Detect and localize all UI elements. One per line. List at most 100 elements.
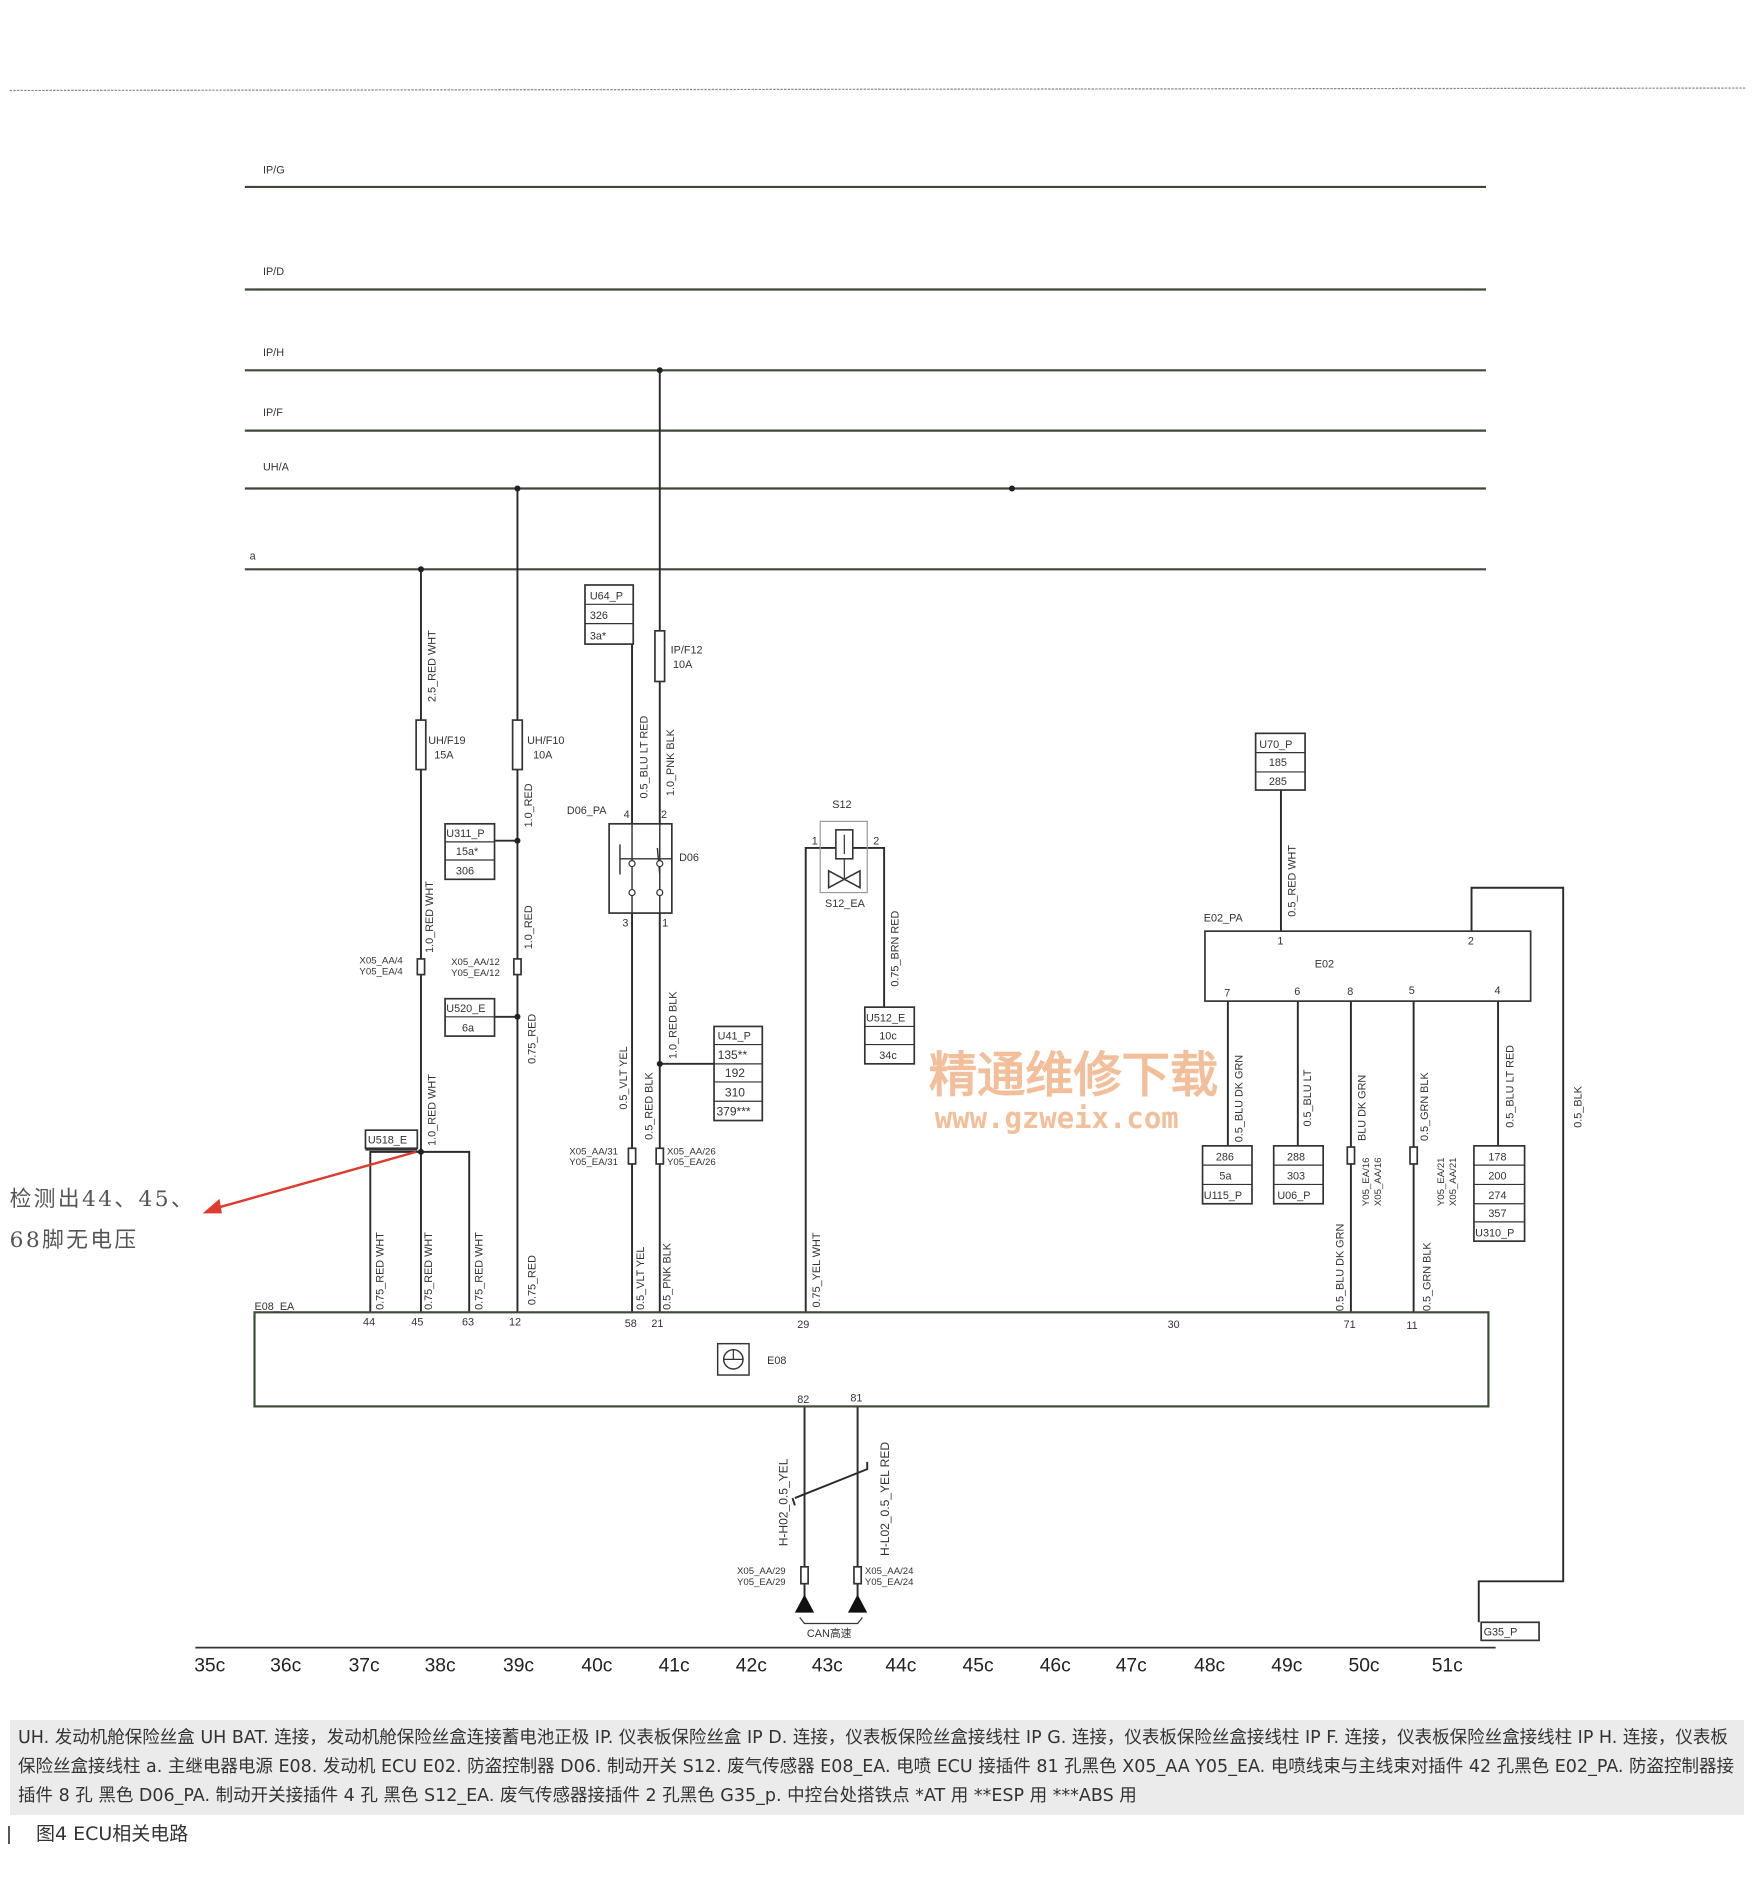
pin-label: 4: [1494, 985, 1500, 997]
pin-label: 44: [363, 1317, 375, 1329]
wire-label: 1.0_RED BLK: [668, 991, 680, 1059]
grid-label: 49c: [1271, 1656, 1302, 1677]
connector-label: S12_EA: [825, 898, 866, 910]
box-row: 288: [1287, 1151, 1305, 1163]
can-label: CAN高速: [807, 1626, 852, 1640]
pin-label: 1: [662, 917, 668, 929]
connector-label: D06_PA: [567, 805, 607, 817]
exhaust-sensor-s12: S12 S12_EA 1 2: [812, 799, 880, 910]
wire-label: BLU DK GRN: [1356, 1075, 1368, 1141]
can-bracket: [799, 1617, 863, 1625]
box-title: U06_P: [1277, 1190, 1310, 1202]
bus-label: a: [250, 551, 257, 563]
wire-label: 0.5_BLU DK GRN: [1335, 1224, 1347, 1311]
box-g35: G35_P: [1480, 1621, 1540, 1642]
can-terminal-icon: [794, 1594, 868, 1613]
connector-label: X05_AA/21: [1448, 1157, 1459, 1206]
watermark-text: 精通维修下载: [929, 1048, 1218, 1104]
pin-label: 1: [812, 835, 818, 847]
box-u512: U512_E 10c 34c: [863, 1006, 916, 1065]
wire-e02: [1279, 790, 1565, 1623]
box-row: 310: [725, 1085, 745, 1099]
junction-dot: [417, 566, 424, 573]
fuse-rating: 10A: [533, 750, 553, 762]
box-title: U518_E: [368, 1134, 407, 1146]
connector-icon: [512, 958, 522, 976]
box-row: 34c: [879, 1050, 897, 1062]
component-label: D06: [679, 852, 699, 864]
grid-label: 48c: [1194, 1656, 1225, 1677]
fuse-rating: 15A: [434, 750, 454, 762]
legend-caption: UH. 发动机舱保险丝盒 UH BAT. 连接，发动机舱保险丝盒连接蓄电池正极 …: [10, 1720, 1744, 1815]
box-u520: U520_E 6a: [444, 997, 496, 1037]
box-u70: U70_P 185 285: [1254, 732, 1306, 791]
connector-label: Y05_EA/26: [667, 1157, 716, 1168]
box-title: U520_E: [446, 1003, 485, 1015]
fuse-icon: [415, 719, 427, 771]
connector-label: X05_AA/26: [667, 1146, 716, 1157]
ground-point-label: G35_P: [1484, 1627, 1518, 1639]
junction-dot: [514, 837, 521, 844]
box-u311: U311_P 15a* 306: [444, 822, 496, 881]
wire-label: 0.5_RED BLK: [644, 1072, 656, 1140]
box-title: U311_P: [446, 828, 484, 840]
connector-icon: [416, 958, 426, 976]
bus-label: IP/D: [263, 266, 284, 278]
pin-label: 71: [1344, 1319, 1356, 1331]
box-u64: U64_P 326 3a*: [584, 584, 635, 645]
wire-ip-f12: [658, 370, 715, 1313]
ecu-circuit-diagram: IP/G IP/D IP/H IP/F UH/A a UH/F19 15A UH…: [9, 87, 1747, 1677]
grid-label: 41c: [659, 1656, 690, 1677]
fuses: UH/F19 15A UH/F10 10A IP/F12 10A: [415, 629, 703, 771]
connector-label: X05_AA/12: [451, 957, 500, 968]
connector-icon: [655, 1147, 665, 1165]
wire-label: 0.5_RED WHT: [1286, 845, 1298, 917]
pin-label: 6: [1294, 986, 1300, 998]
grid-label: 35c: [194, 1656, 225, 1677]
box-row: 192: [725, 1066, 745, 1080]
arrow-icon: [202, 1198, 222, 1214]
box-row: 5a: [1219, 1171, 1232, 1183]
connector-icon: [1409, 1146, 1419, 1165]
box-row: 286: [1216, 1151, 1234, 1163]
wire-label: 0.5_BLU LT RED: [639, 716, 651, 799]
fuse-label: UH/F10: [527, 735, 564, 747]
connector-label: Y05_EA/24: [865, 1577, 914, 1588]
brake-switch-d06: D06_PA D06 4 2 3 1: [567, 805, 699, 929]
junction-dot: [514, 1013, 521, 1020]
fuse-icon: [511, 719, 524, 771]
fuse-label: UH/F19: [428, 735, 465, 747]
ecu-e08: E08_EA E08 44 45 63 12 58 21 29 30 71 11…: [253, 1301, 1490, 1408]
component-label: S12: [832, 799, 851, 811]
figure-title-text: 图4 ECU相关电路: [36, 1823, 189, 1845]
wire-label: 0.75_RED: [527, 1255, 539, 1305]
figure-title: 图4 ECU相关电路: [8, 1823, 1744, 1845]
connector-label: Y05_EA/29: [737, 1577, 786, 1588]
pin-label: 58: [625, 1318, 637, 1330]
connector-label: X05_AA/29: [737, 1566, 786, 1577]
wire-label: 0.75_RED WHT: [375, 1232, 387, 1310]
power-buses: IP/G IP/D IP/H IP/F UH/A a: [244, 165, 1486, 571]
connector-icon: [627, 1147, 637, 1165]
wire-label: 1.0_RED WHT: [426, 1074, 438, 1146]
bus-label: IP/F: [263, 407, 283, 419]
pin-label: 45: [411, 1317, 423, 1329]
title-bar: [8, 1825, 10, 1844]
junction-dot: [656, 367, 663, 374]
wire-label: 0.5_VLT YEL: [635, 1247, 647, 1310]
box-row: 185: [1269, 757, 1287, 769]
box-row: 306: [456, 865, 474, 877]
pin-label: 7: [1224, 987, 1230, 999]
grid-label: 45c: [963, 1656, 994, 1677]
bus-label: UH/A: [263, 461, 290, 473]
connector-label: X05_AA/16: [1373, 1157, 1384, 1206]
wire-label: 0.5_BLU LT RED: [1505, 1045, 1517, 1128]
connector-label: E08_EA: [255, 1301, 296, 1313]
can-bus: CAN高速: [794, 1594, 868, 1640]
connector-label: Y05_EA/21: [1436, 1157, 1447, 1206]
wire-label: 0.75_YEL WHT: [811, 1232, 823, 1307]
pin-label: 5: [1409, 985, 1415, 997]
wire-label: H-L02_0.5_YEL RED: [878, 1442, 892, 1556]
pin-label: 82: [797, 1394, 809, 1406]
